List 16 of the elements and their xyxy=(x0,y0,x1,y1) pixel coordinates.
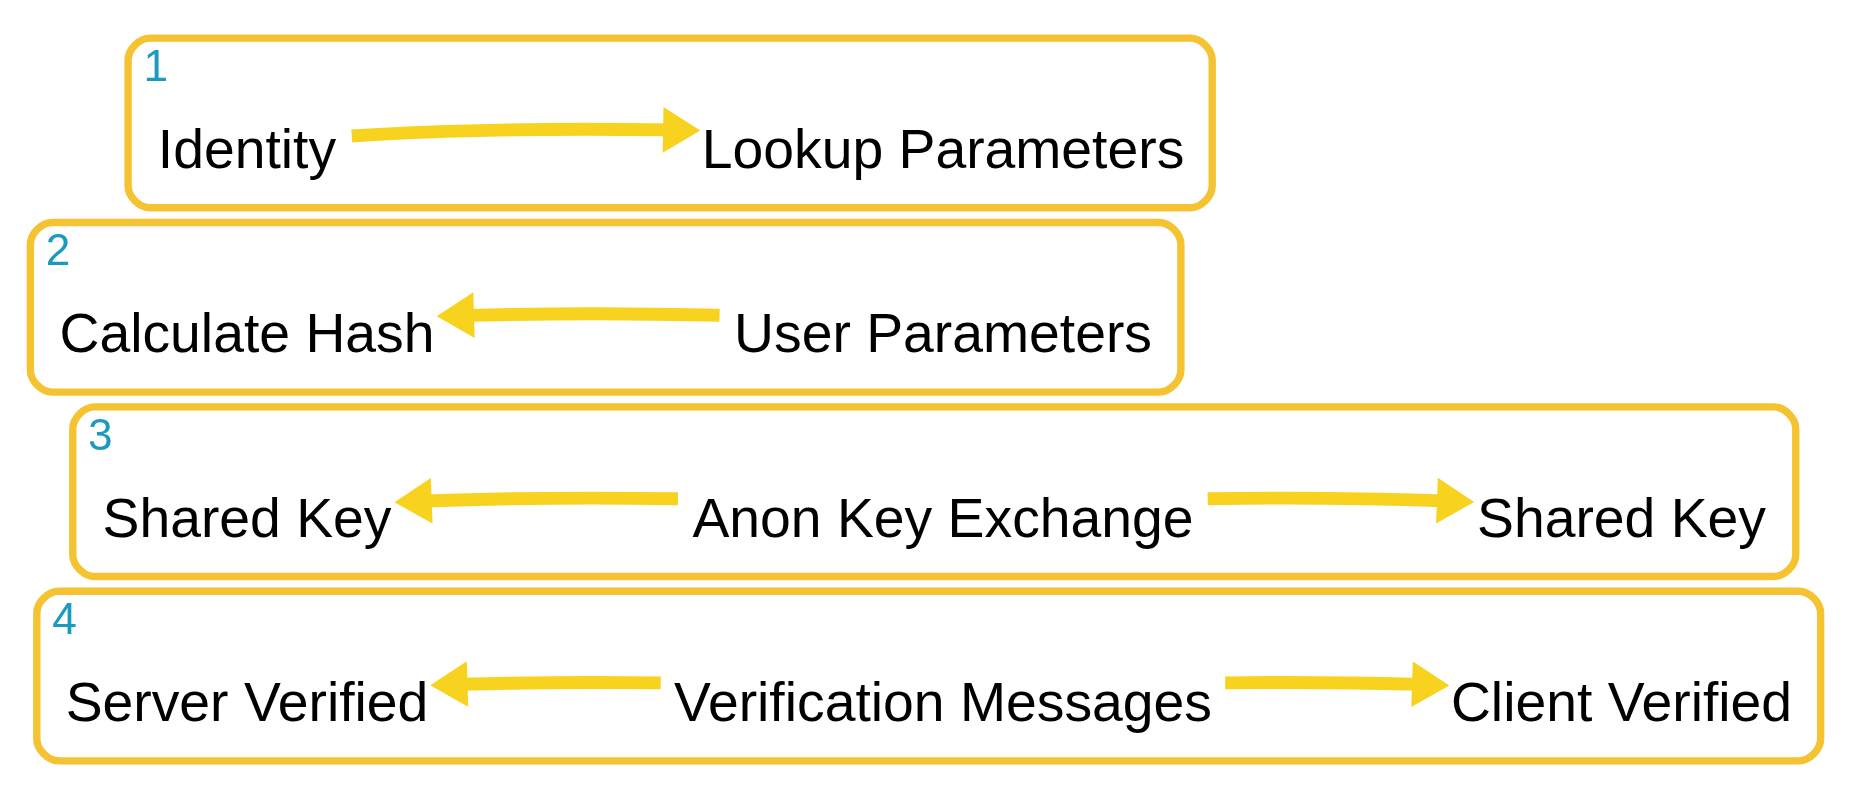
arrow xyxy=(430,660,661,707)
node-text: Verification Messages xyxy=(674,670,1212,733)
node-text: Shared Key xyxy=(102,486,392,549)
arrow xyxy=(1225,660,1450,707)
node-text: User Parameters xyxy=(734,301,1152,364)
node-text: Identity xyxy=(157,117,337,180)
node-text: Server Verified xyxy=(65,670,429,733)
node-text: Calculate Hash xyxy=(59,301,435,364)
node-text: Client Verified xyxy=(1450,670,1793,733)
arrow xyxy=(351,106,701,153)
arrow xyxy=(436,291,720,338)
node-text: Shared Key xyxy=(1477,486,1766,549)
arrow xyxy=(1207,477,1475,523)
arrow xyxy=(394,477,679,524)
node-text: Anon Key Exchange xyxy=(692,486,1194,549)
node-text: Lookup Parameters xyxy=(701,117,1185,180)
